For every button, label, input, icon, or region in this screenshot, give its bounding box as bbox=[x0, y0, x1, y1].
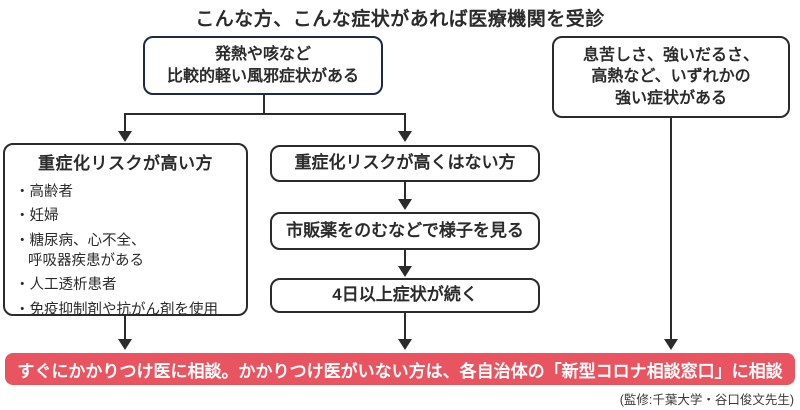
high-risk-item-diseases-2: 呼吸器疾患がある bbox=[28, 252, 144, 269]
connector-severe-to-banner bbox=[670, 118, 672, 340]
connector-high-risk-to-banner bbox=[124, 316, 126, 340]
page-title: こんな方、こんな症状があれば医療機関を受診 bbox=[195, 9, 605, 30]
connector-otc-to-four-days bbox=[404, 250, 406, 267]
connector-branch-right bbox=[404, 113, 406, 132]
connector-branch-line bbox=[124, 113, 406, 115]
severe-symptoms-line-3: 強い症状がある bbox=[614, 89, 727, 107]
alert-banner: すぐにかかりつけ医に相談。かかりつけ医がいない方は、各自治体の「新型コロナ相談窓… bbox=[5, 353, 795, 385]
severe-symptoms-line-2: 高熱など、いずれかの bbox=[591, 68, 751, 86]
arrowhead-to-four-days bbox=[398, 266, 412, 277]
high-risk-item-diseases: ・糖尿病、心不全、 bbox=[15, 232, 146, 249]
connector-not-high-risk-to-otc bbox=[404, 182, 406, 200]
box-severe-symptoms: 息苦しさ、強いだるさ、 高熱など、いずれかの 強い症状がある bbox=[552, 36, 790, 118]
mild-symptoms-line-1: 発熱や咳など bbox=[214, 45, 311, 63]
otc-watch-label: 市販薬をのむなどで様子を見る bbox=[286, 220, 524, 240]
box-high-risk: 重症化リスクが高い方 ・高齢者 ・妊婦 ・糖尿病、心不全、 呼吸器疾患がある ・… bbox=[3, 143, 248, 318]
high-risk-item-pregnant: ・妊婦 bbox=[15, 208, 59, 225]
supervisor-credit: (監修:千葉大学・谷口俊文先生) bbox=[619, 393, 794, 407]
mild-symptoms-line-2: 比較的軽い風邪症状がある bbox=[166, 67, 359, 85]
arrowhead-high-risk-to-banner bbox=[118, 339, 132, 350]
arrowhead-to-high-risk bbox=[118, 131, 132, 142]
high-risk-item-immunosup: ・免疫抑制剤や抗がん剤を使用 bbox=[15, 301, 218, 318]
four-days-label: 4日以上症状が続く bbox=[332, 285, 478, 305]
box-four-days: 4日以上症状が続く bbox=[270, 278, 540, 313]
connector-branch-left bbox=[124, 113, 126, 132]
arrowhead-to-not-high-risk bbox=[398, 131, 412, 142]
arrowhead-to-otc bbox=[398, 199, 412, 210]
box-not-high-risk: 重症化リスクが高くはない方 bbox=[270, 145, 540, 182]
box-otc-watch: 市販薬をのむなどで様子を見る bbox=[270, 212, 540, 250]
high-risk-heading: 重症化リスクが高い方 bbox=[38, 154, 213, 173]
severe-symptoms-line-1: 息苦しさ、強いだるさ、 bbox=[582, 46, 759, 64]
arrowhead-severe-to-banner bbox=[664, 339, 678, 350]
alert-banner-label: すぐにかかりつけ医に相談。かかりつけ医がいない方は、各自治体の「新型コロナ相談窓… bbox=[17, 361, 783, 381]
high-risk-item-elderly: ・高齢者 bbox=[15, 183, 73, 200]
high-risk-item-dialysis: ・人工透析患者 bbox=[15, 277, 117, 294]
arrowhead-four-days-to-banner bbox=[398, 339, 412, 350]
not-high-risk-label: 重症化リスクが高くはない方 bbox=[294, 153, 516, 173]
connector-mild-stem bbox=[263, 95, 265, 114]
connector-four-days-to-banner bbox=[404, 313, 406, 340]
box-mild-symptoms: 発熱や咳など 比較的軽い風邪症状がある bbox=[143, 36, 383, 95]
